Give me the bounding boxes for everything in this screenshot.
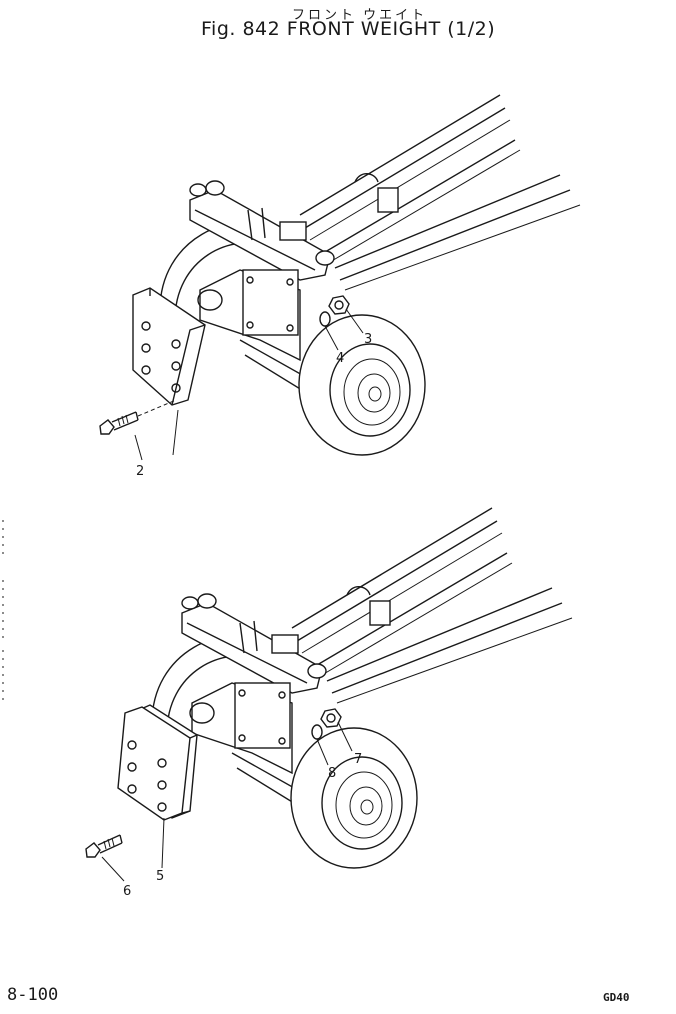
model-code: GD40: [603, 991, 630, 1004]
japanese-title: フロント ウエイト: [292, 8, 428, 23]
figure-title: Fig. 842 FRONT WEIGHT (1/2): [201, 18, 496, 40]
page-number: 8-100: [7, 985, 59, 1005]
callout-2: 2: [136, 464, 144, 479]
callout-5: 5: [156, 869, 164, 884]
callout-7: 7: [354, 752, 362, 767]
callout-8: 8: [328, 766, 336, 781]
assembly-top: 2 3 4: [99, 94, 581, 479]
front-weight-plate: [132, 287, 206, 406]
callout-3: 3: [364, 332, 372, 347]
callout-6: 6: [123, 884, 131, 899]
bolt-icon: [85, 834, 123, 858]
assembly-bottom: [85, 507, 573, 882]
bolt-icon: [99, 411, 139, 435]
callout-4: 4: [336, 351, 344, 366]
